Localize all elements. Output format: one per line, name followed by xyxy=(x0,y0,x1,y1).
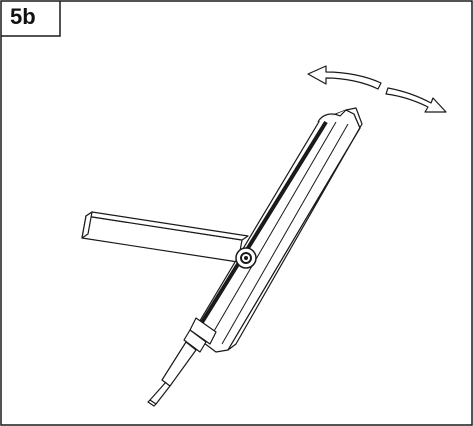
cable-assembly xyxy=(147,317,217,407)
cable xyxy=(149,381,167,401)
floodlight-inner-line-2 xyxy=(221,123,349,345)
mounting-bracket xyxy=(81,211,249,263)
rotate-arrow-left-icon xyxy=(307,65,382,90)
rotate-arrow-right-icon xyxy=(385,87,447,113)
figure-label: 5b xyxy=(10,4,36,29)
floodlight-body xyxy=(191,107,363,353)
cable-gland-nut xyxy=(183,329,207,353)
label-box xyxy=(1,1,61,37)
cable-2 xyxy=(155,385,171,405)
knob-center xyxy=(244,256,248,260)
rotation-arrows xyxy=(307,65,447,113)
cable-end xyxy=(147,399,157,407)
floodlight-front xyxy=(227,107,363,351)
cable-sleeve xyxy=(161,341,197,387)
pivot-knob xyxy=(235,247,257,269)
bracket-arm-side xyxy=(81,211,93,239)
floodlight-edge xyxy=(194,120,328,334)
floodlight-inner-line xyxy=(209,121,337,339)
floodlight-top-cap xyxy=(317,109,347,123)
cable-gland xyxy=(189,317,217,345)
